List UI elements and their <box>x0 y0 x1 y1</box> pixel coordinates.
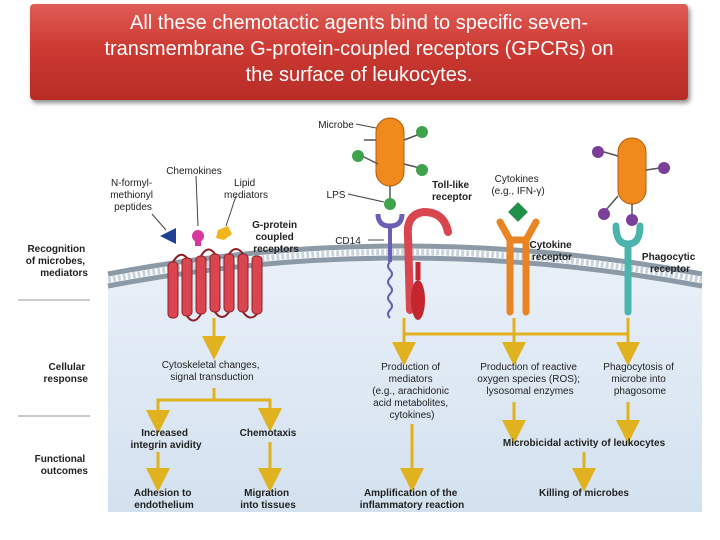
formyl-pointer <box>151 213 167 231</box>
microbe-pointer <box>355 123 377 129</box>
title-line-1: All these chemotactic agents bind to spe… <box>129 12 589 34</box>
label-production-ros: Production of reactive oxygen species (R… <box>477 362 583 397</box>
label-microbicidal-activity: Microbicidal activity of leukocytes <box>503 438 666 449</box>
microbe2-ligand-3 <box>598 208 610 220</box>
label-lipid-mediators: Lipid mediators <box>224 178 268 201</box>
label-cytokines: Cytokines (e.g., IFN-γ) <box>491 174 544 197</box>
title-banner <box>30 4 688 100</box>
microbe-ligand-3 <box>416 164 428 176</box>
label-phagocytic-receptor: Phagocytic receptor <box>642 252 698 275</box>
leukocyte-receptor-diagram: Recognition of microbes, mediators Cellu… <box>18 117 703 512</box>
label-tlr: Toll-like receptor <box>432 180 472 203</box>
label-cytoskeletal: Cytoskeletal changes, signal transductio… <box>162 360 263 383</box>
formyl-peptide-ligand <box>160 228 176 244</box>
gpcr-loops <box>172 248 258 322</box>
microbe2-ligand-1 <box>592 146 604 158</box>
gpcr-helices <box>167 253 263 319</box>
chemokine-ligand <box>192 230 204 246</box>
microbe-ligand-1 <box>416 126 428 138</box>
label-migration: Migration into tissues <box>240 488 296 511</box>
cytokine-receptor <box>496 218 540 316</box>
microbe-shape <box>375 117 405 187</box>
microbe-ligand-2 <box>352 150 364 162</box>
microbe2-stalk-3 <box>605 195 619 211</box>
cytokine-ligand <box>508 202 528 222</box>
lps-pointer <box>347 193 385 203</box>
title-text: All these chemotactic agents bind to spe… <box>34 10 684 88</box>
microbe2-stalk-1 <box>603 151 619 157</box>
label-chemokines: Chemokines <box>166 166 222 177</box>
microbe-shape-2 <box>617 137 647 205</box>
lps-ligand <box>384 198 396 210</box>
label-killing: Killing of microbes <box>539 488 629 499</box>
microbe2-stalk-2 <box>645 167 661 171</box>
cd14-receptor <box>375 213 405 229</box>
tlr-tir-domain <box>411 280 425 320</box>
label-production-mediators: Production of mediators (e.g., arachidon… <box>372 362 452 421</box>
label-formyl-peptides: N-formyl- methionyl peptides <box>110 178 156 213</box>
label-amplification: Amplification of the inflammatory reacti… <box>360 488 464 511</box>
title-line-2: transmembrane G-protein-coupled receptor… <box>104 38 614 60</box>
label-adhesion: Adhesion to endothelium <box>134 488 195 511</box>
label-integrin-avidity: Increased integrin avidity <box>130 428 202 451</box>
lipid-mediator-ligand <box>216 226 232 240</box>
cell-membrane-core <box>107 249 703 283</box>
label-cd14: CD14 <box>335 236 361 247</box>
side-label-recognition: Recognition of microbes, mediators <box>26 244 89 279</box>
label-cytokine-receptor: Cytokine receptor <box>529 240 574 263</box>
microbe-stalk-left2 <box>361 155 379 165</box>
label-phagocytosis: Phagocytosis of microbe into phagosome <box>603 362 676 397</box>
microbe2-ligand-2 <box>658 162 670 174</box>
label-microbe: Microbe <box>318 120 354 131</box>
cd14-tail <box>387 261 393 319</box>
title-line-3: the surface of leukocytes. <box>245 64 473 86</box>
arrow-bracket-right <box>402 318 630 336</box>
side-label-functional: Functional outcomes <box>35 454 89 477</box>
lipid-pointer <box>225 195 237 227</box>
chemokine-pointer <box>195 175 199 227</box>
label-gpcr: G-protein coupled receptors <box>252 220 300 255</box>
phagocytic-receptor <box>612 222 644 316</box>
label-chemotaxis: Chemotaxis <box>240 428 297 439</box>
tlr-receptor <box>403 207 452 314</box>
cytoplasm <box>108 256 702 512</box>
microbe2-ligand-4 <box>626 214 638 226</box>
label-lps: LPS <box>327 190 346 201</box>
side-label-cellular: Cellular response <box>44 362 89 385</box>
